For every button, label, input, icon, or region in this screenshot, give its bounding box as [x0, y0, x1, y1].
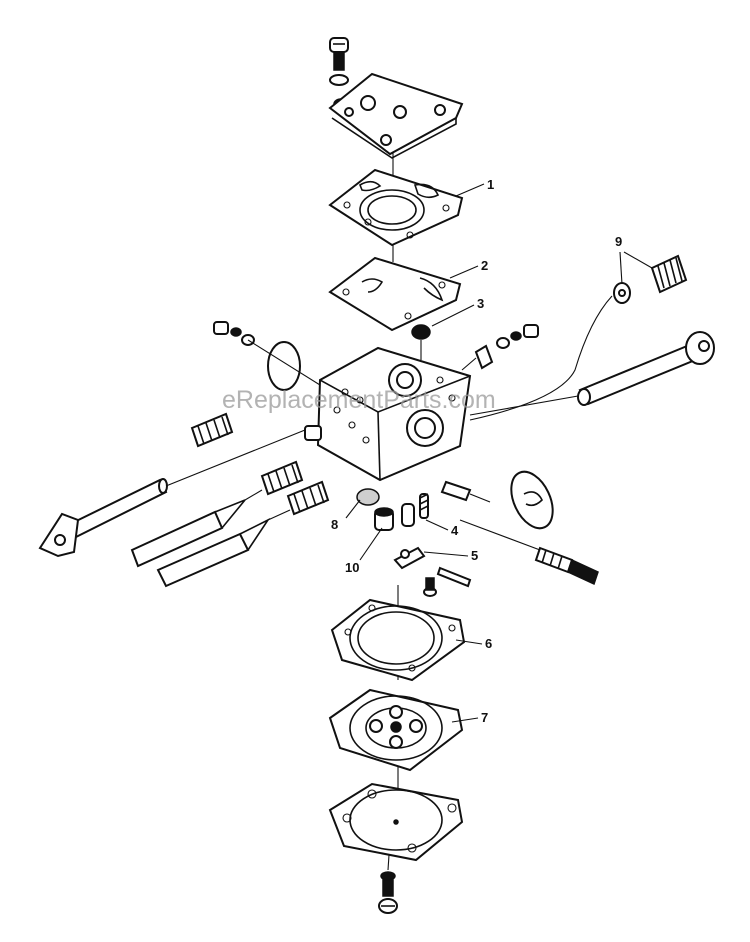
bottom-cover-screw	[378, 871, 398, 914]
choke-shaft	[38, 429, 306, 558]
callout-8: 8	[331, 517, 338, 532]
throttle-plate-and-idle-screw	[440, 470, 599, 586]
pump-gasket	[328, 168, 464, 247]
metering-diaphragm	[328, 688, 464, 772]
callout-2: 2	[481, 258, 488, 273]
callout-1: 1	[487, 177, 494, 192]
right-screw-and-clip	[461, 324, 539, 371]
pump-cover	[328, 72, 464, 159]
callout-4: 4	[451, 523, 459, 538]
idle-and-mixture-springs	[190, 412, 330, 516]
callout-7: 7	[481, 710, 488, 725]
metering-gasket	[330, 598, 466, 682]
pump-diaphragm	[328, 256, 462, 332]
throttle-shaft	[469, 331, 715, 416]
mixture-needles	[130, 489, 291, 588]
left-screw-and-choke-plate	[213, 321, 321, 391]
watermark-text: eReplacementParts.com	[222, 386, 496, 414]
carburetor-body	[304, 346, 472, 482]
callout-5: 5	[471, 548, 478, 563]
inlet-screen	[411, 324, 431, 360]
metering-cover	[328, 782, 464, 862]
throttle-spring-and-washer	[469, 254, 688, 421]
callout-6: 6	[485, 636, 492, 651]
callout-9: 9	[615, 234, 622, 249]
callout-10: 10	[345, 560, 359, 575]
callout-3: 3	[477, 296, 484, 311]
callout-leaders	[345, 183, 653, 723]
callout-labels: 1 2 3 4 5 6 7 8 9 10	[331, 177, 622, 725]
metering-small-parts	[356, 488, 472, 597]
